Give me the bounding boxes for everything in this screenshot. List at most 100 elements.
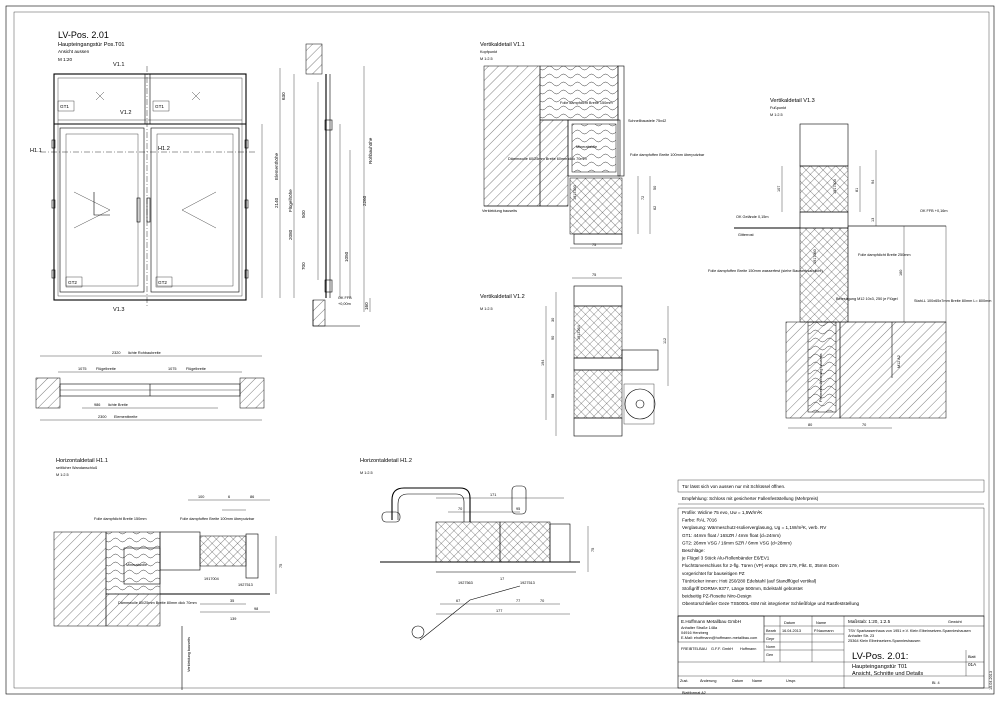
plan-dim-1075a: 1075 xyxy=(78,367,86,371)
spec-line: beidseitig PZ-Rosette Niro-Design xyxy=(682,594,752,599)
v12-dim-112: 112 xyxy=(663,338,667,344)
section-v11: V1.1 xyxy=(113,62,125,68)
handle-left xyxy=(136,197,141,223)
v13-befestigung: Befestigung M12 10x3, 250 je Flügel xyxy=(836,297,898,301)
elevation-subtitle: Haupteingangstür Pos.T01 xyxy=(58,42,125,48)
h11-dim-75: 75 xyxy=(279,564,283,568)
h12-dim-70: 70 xyxy=(458,507,462,511)
plan-dim-2300: 2300 xyxy=(98,415,106,419)
remark-key: Tür lässt sich von aussen nur mit Schlüs… xyxy=(682,484,785,489)
dim-1050: 1050 xyxy=(344,251,349,262)
spec-line: vorgerichtet für bauseitigen PZ xyxy=(682,571,745,576)
tb-header-datum: Datum xyxy=(784,621,795,625)
tb-project-3: 25364 Klein Elbeinsetzen-Spannleshausen xyxy=(848,639,920,643)
v13-heading: Vertikaldetail V1.3 xyxy=(770,98,815,104)
handle-right xyxy=(146,197,151,223)
elevation-view: LV-Pos. 2.01 Haupteingangstür Pos.T01 An… xyxy=(30,30,373,327)
dim-2260: 2260 xyxy=(362,195,367,206)
spec-line: Fluchttürverschluss für 2-flg. Türen (VP… xyxy=(682,563,839,568)
tb-aenderung: Änderung xyxy=(700,679,716,683)
tb-title-sub2: Ansicht, Schnitte und Details xyxy=(852,671,923,677)
v12-dim-30: 30 xyxy=(551,318,555,322)
plan-dim-rohbau: lichte Rohbaubreite xyxy=(128,351,161,355)
inner-frame xyxy=(13,11,990,689)
plan-dim-1075b: 1075 xyxy=(168,367,176,371)
dim-500: 500 xyxy=(301,210,306,218)
h11-dim-35: 35 xyxy=(230,599,234,603)
v11-dim-72: 72 xyxy=(641,196,645,200)
logo-text-1: FREIBTELBAU xyxy=(681,647,707,651)
h11-profile-a: 1917004 xyxy=(204,577,219,581)
tb-bearb: Bearb xyxy=(766,629,776,633)
v13-dim-70: 70 xyxy=(862,423,866,427)
v13-dampfoffen: Folie dampfoffen Breite 150mm wasserfest… xyxy=(708,269,823,273)
v13-gitterrost: Gitterrost xyxy=(738,233,755,237)
dim-630: 630 xyxy=(281,92,286,100)
detail-v11: Vertikaldetail V1.1 Kopfpunkt M 1:2.5 Mi… xyxy=(480,42,705,249)
tb-vertical-date: 15.04.2013 xyxy=(989,671,993,690)
h12-dim-171: 171 xyxy=(490,493,496,497)
tb-bearb-name: P.Naumann xyxy=(814,629,834,633)
section-v12: V1.2 xyxy=(120,110,132,116)
spec-line: GT1: 44mm float / 16SZR / 4mm float (d=2… xyxy=(682,533,781,538)
v11-note-daemmwolle: Dämmwolle 60/25mm Breite 60mm dick 70mm xyxy=(508,157,587,161)
h12-dim-70b: 70 xyxy=(540,599,544,603)
tb-datum: Datum xyxy=(732,679,743,683)
plan-view: 2320 lichte Rohbaubreite 1075 Flügelbrei… xyxy=(35,351,265,421)
tb-sheet-format: Blattformat A2 xyxy=(682,691,706,695)
dim-700: 700 xyxy=(301,262,306,270)
tb-project-2: Anhalter Str. 23 xyxy=(848,634,874,638)
spec-line: Profile: Wicline 75 evo, Uw = 1,5W/m²K xyxy=(682,510,763,515)
company-name: E.Hoffmann Metallbau GmbH xyxy=(681,619,741,624)
v11-dim-75: 75 xyxy=(592,243,596,247)
v11-mineralwolle: Mineralwolle xyxy=(576,145,597,149)
v11-sub: Kopfpunkt xyxy=(480,50,498,54)
h12-dim-75: 75 xyxy=(591,548,595,552)
spec-line: Stoßgriff DORMA 9377, Länge 500mm, Edels… xyxy=(682,586,803,591)
leaf-symbol-left xyxy=(93,192,110,216)
v12-dim-90: 90 xyxy=(551,336,555,340)
spec-list: Profile: Wicline 75 evo, Uw = 1,5W/m²KFa… xyxy=(681,510,860,606)
v11-note-dampfoffen: Folie dampfoffen Breite 100mm überputzba… xyxy=(630,153,705,157)
v11-note-dampfdicht: Folie dampfdicht Breite 150mm xyxy=(560,101,613,105)
h12-dim-77: 77 xyxy=(516,599,520,603)
elevation-heading: LV-Pos. 2.01 xyxy=(58,30,109,40)
tb-norm: Norm xyxy=(766,645,775,649)
elevation-scale: M 1:20 xyxy=(58,57,72,62)
plan-dim-licht: lichte Breite xyxy=(108,403,128,407)
glass-label-gt2-right: GT2 xyxy=(158,280,167,285)
h11-verkleidung: Verkleidung bauseits xyxy=(187,637,191,672)
spec-line: je Flügel 3 Stück Alu-Rollenbänder E6/EV… xyxy=(681,556,770,561)
detail-v13: Vertikaldetail V1.3 Fußpunkt M 1:2.5 Per… xyxy=(708,98,991,429)
v13-profile-a: 1917060 xyxy=(813,249,817,264)
tb-blatt-value: 01A xyxy=(968,662,977,667)
company-city: 04916 Herzberg xyxy=(681,631,708,635)
detail-h11: Horizontaldetail H1.1 seitlicher Wandans… xyxy=(53,458,283,690)
h11-dim-98: 98 xyxy=(254,607,258,611)
h11-dampfoffen: Folie dampfoffen Breite 100mm überputzba… xyxy=(180,517,255,521)
tb-blatt-count: Bl. 4 xyxy=(932,681,940,685)
dim-fluegelhoehe: Flügelhöhe xyxy=(288,189,293,212)
dim-2140: 2140 xyxy=(274,197,279,208)
glass-label-gt1-left: GT1 xyxy=(60,104,69,109)
okffb-value: +0,00m xyxy=(338,302,351,306)
spec-line: Verglasung: Wärmeschutz-Isolierverglasun… xyxy=(682,525,827,530)
spec-line: Türdrücker innen: Hoti 250/280 Edelstahl… xyxy=(682,578,817,583)
v13-dampfdicht: Folie dampfdicht Breite 250mm xyxy=(858,253,911,257)
section-h11: H1.1 xyxy=(30,148,42,154)
v12-heading: Vertikaldetail V1.2 xyxy=(480,294,525,300)
left-leaf xyxy=(59,127,145,293)
h11-mineralwolle: Mineralwolle xyxy=(126,563,147,567)
tb-bearb-date: 16.04.2013 xyxy=(782,629,801,633)
v13-note-perimeter: Perimeterdämmung bauseits xyxy=(819,353,823,402)
v11-note-verkleidung: Verkleidung bauseits xyxy=(482,209,517,213)
v13-dim-81: 81 xyxy=(855,188,859,192)
spec-line: Obentürschließer Geze TS5000L-ISM mit in… xyxy=(682,601,860,606)
tb-urspr: Urspr. xyxy=(786,679,796,683)
spec-line: Beschläge: xyxy=(682,548,705,553)
h12-profile-b: 1927513 xyxy=(520,581,535,585)
v13-profile-b: 1917503 xyxy=(833,179,837,194)
v11-profile: 1917350 xyxy=(573,185,577,200)
tb-weight: Gewicht xyxy=(948,620,963,624)
h12-dim-17: 17 xyxy=(500,577,504,581)
